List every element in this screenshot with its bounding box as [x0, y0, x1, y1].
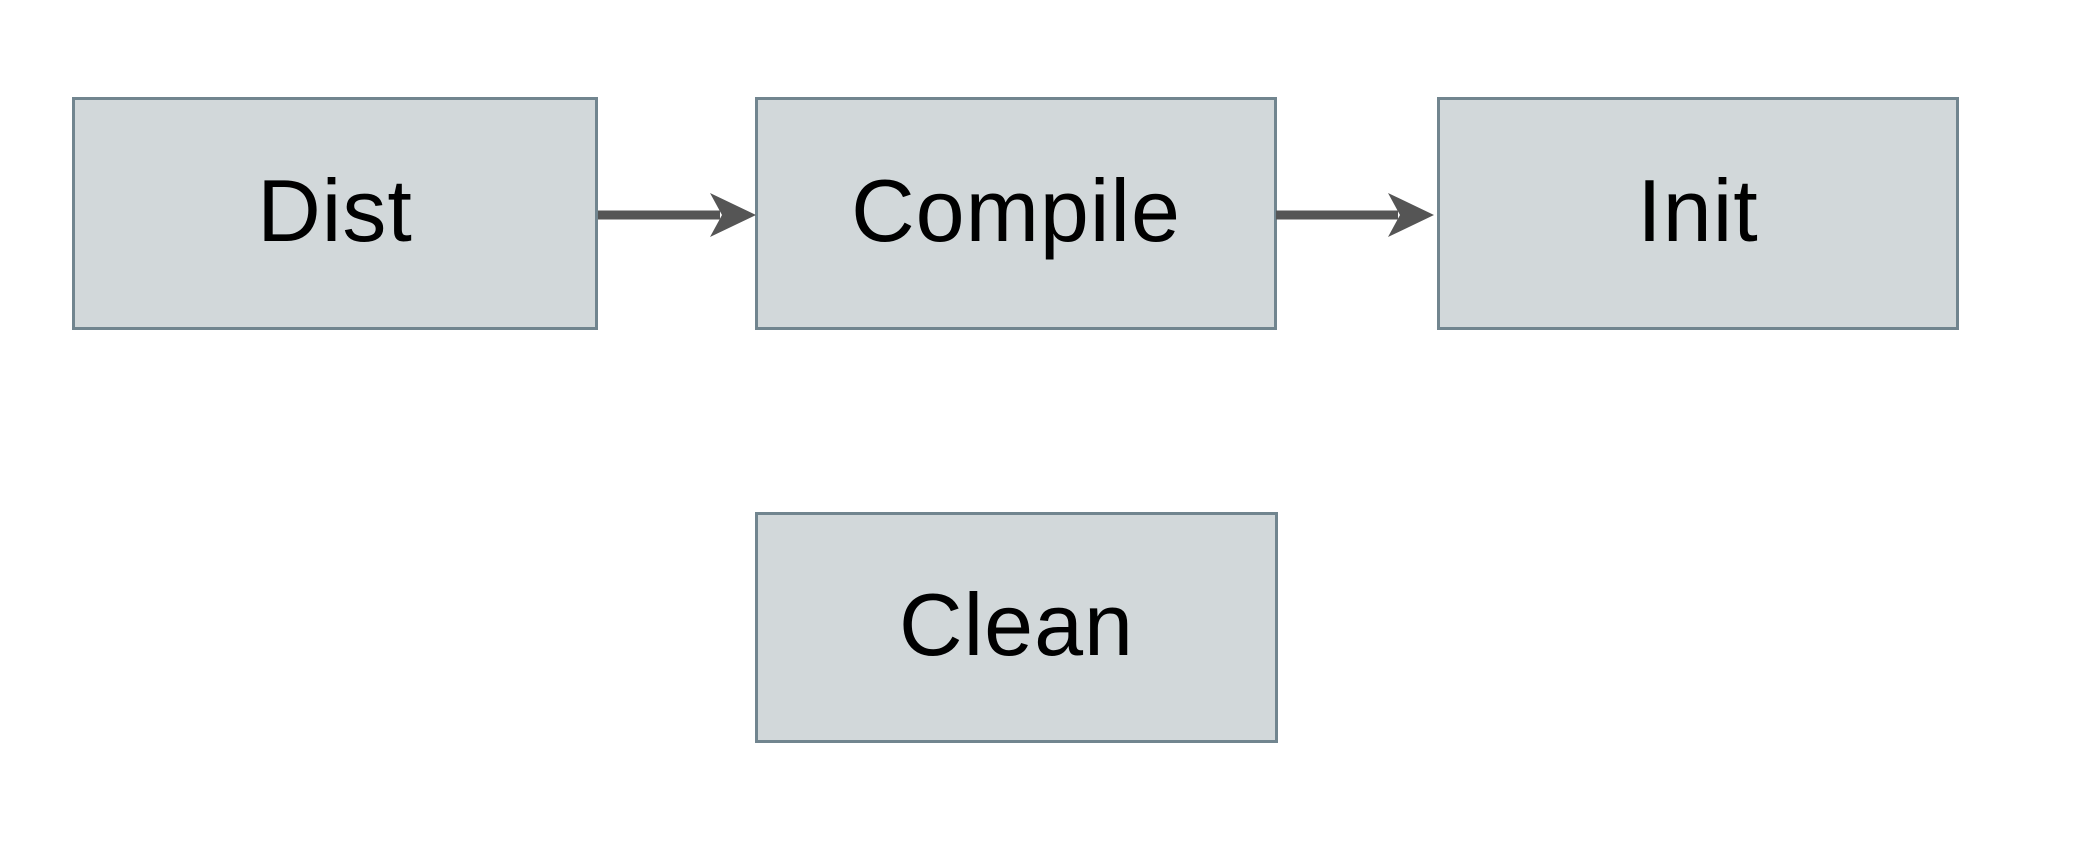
- node-init-label: Init: [1637, 160, 1759, 260]
- arrow-shaft: [1276, 210, 1398, 220]
- arrow-compile-to-init-icon: [1276, 193, 1434, 237]
- arrow-head: [710, 193, 756, 237]
- node-clean-label: Clean: [899, 574, 1134, 674]
- arrow-shaft: [598, 210, 720, 220]
- node-clean: Clean: [755, 512, 1278, 743]
- node-dist: Dist: [72, 97, 598, 330]
- node-compile: Compile: [755, 97, 1277, 330]
- arrow-head: [1388, 193, 1434, 237]
- arrow-dist-to-compile-icon: [598, 193, 756, 237]
- node-init: Init: [1437, 97, 1959, 330]
- node-compile-label: Compile: [851, 160, 1181, 260]
- node-dist-label: Dist: [257, 160, 413, 260]
